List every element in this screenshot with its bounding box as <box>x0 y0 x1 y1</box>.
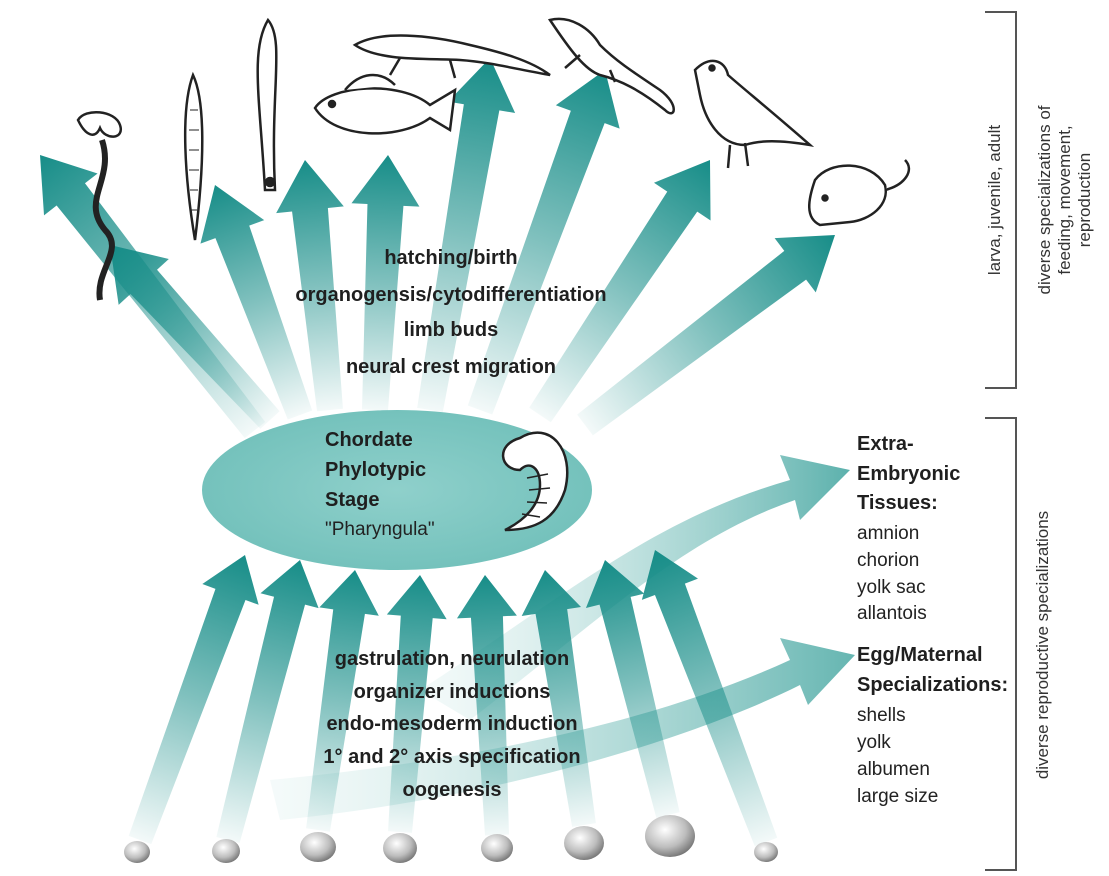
extra-embryonic-item-2: chorion <box>857 550 919 571</box>
egg-maternal-item-4: large size <box>857 786 938 807</box>
upper-stage-4: neural crest migration <box>346 356 556 378</box>
egg-maternal-item-2: yolk <box>857 732 891 753</box>
egg-3 <box>300 832 336 862</box>
phylotypic-line-2: Phylotypic <box>325 459 426 481</box>
extra-embryonic-title-1: Extra- <box>857 433 914 455</box>
egg-6 <box>564 826 604 860</box>
upper-side-label-b2: feeding, movement, <box>1055 125 1074 274</box>
salamander-icon <box>355 36 550 78</box>
extra-embryonic-label: Extra- Embryonic Tissues: amnion chorion… <box>857 433 960 624</box>
upper-side-label-a: larva, juvenile, adult <box>985 125 1004 276</box>
lower-stage-2: organizer inductions <box>354 681 551 703</box>
upper-side-label-b1: diverse specializations of <box>1035 105 1054 294</box>
egg-5 <box>481 834 513 862</box>
upper-stage-3: limb buds <box>404 319 498 341</box>
egg-1 <box>124 841 150 863</box>
extra-embryonic-title-3: Tissues: <box>857 492 938 514</box>
fish-icon <box>315 75 455 133</box>
bird-icon <box>695 61 810 168</box>
egg-maternal-item-1: shells <box>857 705 906 726</box>
egg-7 <box>645 815 695 857</box>
phylotypic-subtitle: "Pharyngula" <box>325 519 435 540</box>
extra-embryonic-item-3: yolk sac <box>857 577 926 598</box>
egg-8 <box>754 842 778 862</box>
egg-maternal-title-2: Specializations: <box>857 674 1008 696</box>
extra-embryonic-title-2: Embryonic <box>857 463 960 485</box>
egg-4 <box>383 833 417 863</box>
upper-stage-1: hatching/birth <box>384 247 517 269</box>
upper-side-label-b3: reproduction <box>1075 153 1094 248</box>
egg-maternal-label: Egg/Maternal Specializations: shells yol… <box>857 644 1008 807</box>
amphioxus-icon <box>185 75 202 240</box>
egg-maternal-item-3: albumen <box>857 759 930 780</box>
extra-embryonic-item-1: amnion <box>857 523 919 544</box>
upper-stage-2: organogensis/cytodifferentiation <box>295 284 606 306</box>
lower-stage-4: 1° and 2° axis specification <box>323 746 580 768</box>
mouse-icon <box>809 160 909 225</box>
egg-2 <box>212 839 240 863</box>
lower-side-label: diverse reproductive specializations <box>1033 511 1052 779</box>
lamprey-icon <box>258 20 277 190</box>
lower-stage-5: oogenesis <box>403 779 502 801</box>
extra-embryonic-item-4: allantois <box>857 603 927 624</box>
lower-bracket <box>985 418 1016 870</box>
upper-arrow-9 <box>577 235 835 435</box>
phylotypic-line-3: Stage <box>325 489 379 511</box>
egg-maternal-title-1: Egg/Maternal <box>857 644 983 666</box>
lower-stage-3: endo-mesoderm induction <box>326 713 577 735</box>
lower-stage-1: gastrulation, neurulation <box>335 648 569 670</box>
phylotypic-line-1: Chordate <box>325 429 413 451</box>
